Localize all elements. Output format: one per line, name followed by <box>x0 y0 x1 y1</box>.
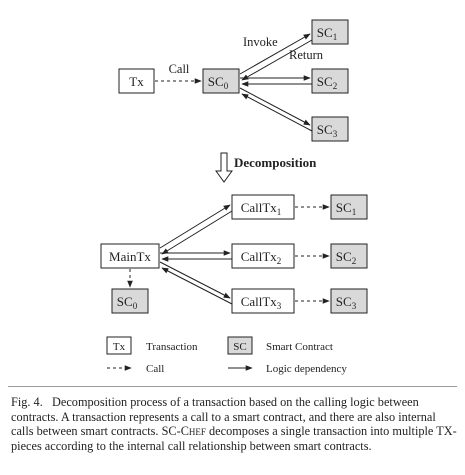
svg-text:SC2: SC2 <box>336 249 356 266</box>
node-sc2-bottom: SC2 <box>330 243 368 269</box>
sc0-top-sub: 0 <box>224 81 229 91</box>
node-sc0-top: SC0 <box>202 68 240 94</box>
svg-text:CallTx2: CallTx2 <box>241 249 282 266</box>
legend-tx-box-label: Tx <box>113 341 126 353</box>
node-calltx2: CallTx2 <box>231 243 295 269</box>
caption-divider <box>8 386 457 387</box>
svg-text:SC1: SC1 <box>317 25 337 42</box>
sc2-top-sub: 2 <box>333 81 338 91</box>
sc0-bottom-base: SC <box>117 294 133 309</box>
legend-tx-box <box>106 336 132 355</box>
caption-text-1: Decomposition process of a transaction b… <box>11 395 436 439</box>
sc3-top-base: SC <box>317 122 333 137</box>
node-maintx-label: MainTx <box>109 249 151 264</box>
sc0-top-base: SC <box>208 74 224 89</box>
svg-text:CallTx1: CallTx1 <box>241 200 282 217</box>
return-arrow-sc1 <box>241 39 313 81</box>
node-sc1-top: SC1 <box>311 19 349 45</box>
return-label: Return <box>289 48 324 62</box>
svg-text:SC1: SC1 <box>336 200 356 217</box>
sc0-bottom-sub: 0 <box>133 301 138 311</box>
invoke-arrow-sc3 <box>239 87 311 126</box>
legend-tx-text: Transaction <box>146 341 198 353</box>
caption-chef: Chef <box>180 424 206 439</box>
legend-sc-box-label: SC <box>233 341 246 353</box>
invoke-arrow-sc1 <box>239 33 311 75</box>
svg-text:CallTx3: CallTx3 <box>241 294 282 311</box>
sc1-bottom-base: SC <box>336 200 352 215</box>
node-sc0-bottom: SC0 <box>111 288 149 314</box>
svg-text:SC0: SC0 <box>208 74 229 91</box>
node-maintx: MainTx <box>100 243 160 269</box>
invoke-label: Invoke <box>243 35 278 49</box>
legend-call-text: Call <box>146 363 164 375</box>
node-tx: Tx <box>118 68 155 94</box>
logic-arrow-calltx1-main <box>161 210 233 255</box>
sc3-top-sub: 3 <box>333 129 338 139</box>
node-calltx3: CallTx3 <box>231 288 295 314</box>
return-arrow-sc3 <box>241 93 313 132</box>
figure-caption: Fig. 4. Decomposition process of a trans… <box>11 395 457 453</box>
sc1-top-sub: 1 <box>333 32 338 42</box>
caption-text-2: decomposes a single transaction into mul… <box>11 424 457 453</box>
svg-text:SC2: SC2 <box>317 74 337 91</box>
calltx3-sub: 3 <box>277 301 282 311</box>
caption-fig-number: Fig. 4. <box>11 395 43 409</box>
sc1-top-base: SC <box>317 25 333 40</box>
logic-arrow-main-calltx1 <box>159 204 231 249</box>
decomposition-label: Decomposition <box>234 155 317 170</box>
sc2-bottom-base: SC <box>336 249 352 264</box>
svg-text:SC3: SC3 <box>317 122 338 139</box>
diagram-canvas: Tx SC0 SC1 SC2 SC3 SC0 call (dashed) -->… <box>100 19 368 375</box>
sc3-bottom-sub: 3 <box>352 301 357 311</box>
sc3-bottom-base: SC <box>336 294 352 309</box>
legend-sc-box <box>227 336 253 355</box>
svg-text:SC3: SC3 <box>336 294 357 311</box>
legend: Tx Transaction SC Smart Contract Call Lo… <box>106 336 347 375</box>
calltx1-base: CallTx <box>241 200 278 215</box>
node-tx-label: Tx <box>129 74 144 89</box>
calltx3-base: CallTx <box>241 294 278 309</box>
logic-arrow-calltx3-main <box>161 267 233 305</box>
calltx2-sub: 2 <box>277 256 282 266</box>
sc2-top-base: SC <box>317 74 333 89</box>
node-sc3-top: SC3 <box>311 116 349 142</box>
sc1-bottom-sub: 1 <box>352 207 357 217</box>
calltx2-base: CallTx <box>241 249 278 264</box>
node-sc1-bottom: SC1 <box>330 194 368 220</box>
call-label: Call <box>169 62 190 76</box>
sc2-bottom-sub: 2 <box>352 256 357 266</box>
legend-sc-text: Smart Contract <box>266 341 333 353</box>
node-sc3-bottom: SC3 <box>330 288 368 314</box>
decomposition-arrow-icon <box>215 152 233 183</box>
legend-logic-text: Logic dependency <box>266 363 347 375</box>
logic-arrow-main-calltx3 <box>159 261 231 299</box>
node-calltx1: CallTx1 <box>231 194 295 220</box>
calltx1-sub: 1 <box>277 207 282 217</box>
node-sc2-top: SC2 <box>311 68 349 94</box>
svg-text:SC0: SC0 <box>117 294 138 311</box>
